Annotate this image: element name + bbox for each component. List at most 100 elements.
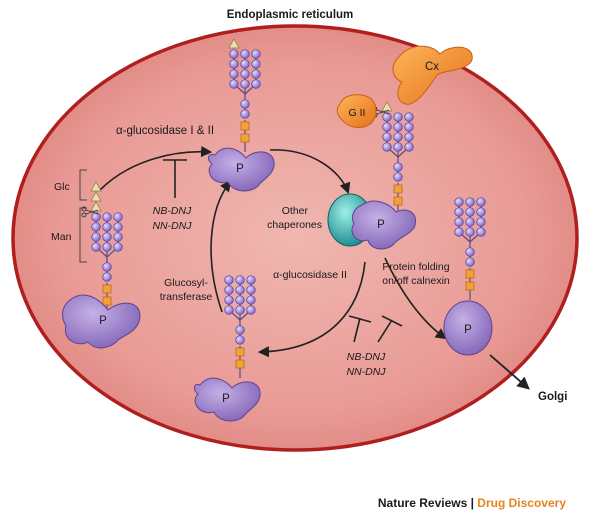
protein-label: P (236, 163, 244, 175)
mannose-circle (102, 232, 112, 242)
mannose-circle (240, 99, 250, 109)
credit-separator: | (467, 496, 478, 510)
inhibitor-top-2: NN-DNJ (152, 220, 192, 232)
mannose-circle (476, 197, 486, 207)
mannose-circle (102, 242, 112, 252)
mannose-circle (246, 275, 256, 285)
mannose-circle (251, 69, 261, 79)
glucosyltransferase-2: transferase (160, 291, 213, 303)
mannose-circle (404, 112, 414, 122)
other-chaperones-1: Other (282, 205, 309, 217)
arrow-to-golgi (489, 354, 530, 390)
mannose-circle (102, 272, 112, 282)
mannose-circle (113, 222, 123, 232)
mannose-circle (102, 222, 112, 232)
inhibition-bar-bottom-right (377, 319, 393, 343)
glc-bracket (79, 169, 87, 201)
credit-section: Drug Discovery (477, 496, 566, 510)
mannose-circle (246, 305, 256, 315)
calnexin-glycan (372, 101, 414, 215)
mannose-circle (229, 49, 239, 59)
mannose-circle (404, 122, 414, 132)
mannose-circle (113, 212, 123, 222)
er-title: Endoplasmic reticulum (227, 9, 354, 21)
protein-blob (207, 147, 275, 192)
mannose-circle (91, 212, 101, 222)
protein-blob (351, 200, 416, 250)
mannose-circle (246, 285, 256, 295)
gii-label: G II (349, 107, 366, 119)
mannose-circle (102, 212, 112, 222)
mannose-circle (393, 142, 403, 152)
cx-label: Cx (425, 61, 439, 73)
arrow-alpha-glucosidase-ii (257, 261, 366, 358)
mannose-circle (382, 112, 392, 122)
mannose-circle (113, 242, 123, 252)
scissors-icon (81, 206, 99, 218)
glcnac-square (393, 184, 403, 194)
mannose-circle (393, 132, 403, 142)
mannose-circle (229, 69, 239, 79)
mannose-circle (246, 295, 256, 305)
glucose-triangle (228, 38, 240, 49)
mannose-circle (454, 207, 464, 217)
man-bracket (79, 207, 87, 263)
other-chaperones-2: chaperones (267, 219, 322, 231)
protein-label: P (464, 324, 472, 336)
mannose-circle (382, 132, 392, 142)
mannose-circle (465, 197, 475, 207)
protein-blob (193, 377, 261, 422)
inhibitor-bars (163, 159, 403, 343)
mannose-circle (240, 109, 250, 119)
mannose-circle (454, 227, 464, 237)
alpha-glucosidase-label: α-glucosidase I & II (116, 125, 214, 137)
inhibitor-bottom-2: NN-DNJ (346, 366, 386, 378)
alpha-glucosidase-ii-label: α-glucosidase II (273, 269, 347, 281)
protein-label: P (377, 219, 385, 231)
calnexin-cx (392, 45, 473, 105)
mannose-circle (404, 142, 414, 152)
credit-journal: Nature Reviews (377, 496, 468, 510)
mannose-circle (465, 247, 475, 257)
arrow-to-trimmed (99, 145, 213, 191)
mannose-circle (240, 59, 250, 69)
glc-label: Glc (54, 181, 70, 193)
figure-credit: Nature Reviews | Drug Discovery (378, 496, 566, 510)
glcnac-square (465, 281, 475, 291)
glcnac-square (393, 196, 403, 206)
mannose-circle (393, 122, 403, 132)
cycle-arrows (99, 145, 447, 358)
protein-folding-2: on/off calnexin (382, 275, 450, 287)
mannose-circle (476, 207, 486, 217)
mannose-circle (91, 222, 101, 232)
glucosyltransferase-1: Glucosyl- (164, 277, 208, 289)
mannose-circle (393, 162, 403, 172)
golgi-label: Golgi (538, 391, 567, 403)
protein-folding-1: Protein folding (382, 261, 449, 273)
mannose-circle (465, 217, 475, 227)
arrow-to-folded (384, 257, 447, 340)
mannose-circle (91, 242, 101, 252)
mannose-circle (465, 207, 475, 217)
arrow-to-chaperone (269, 149, 351, 195)
mannose-circle (224, 285, 234, 295)
mannose-circle (251, 79, 261, 89)
protein-blob (62, 294, 141, 349)
er-membrane (11, 24, 579, 452)
glcnac-square (102, 296, 112, 306)
mannose-circle (224, 295, 234, 305)
mannose-circle (229, 59, 239, 69)
glucose-triangle (90, 191, 102, 202)
precursor-glycan-1: P (62, 181, 141, 349)
inhibition-bar-bottom-left (353, 317, 361, 343)
mannose-circle (476, 227, 486, 237)
mannose-circle (235, 335, 245, 345)
glcnac-square (240, 133, 250, 143)
mannose-circle (229, 79, 239, 89)
arrow-glucosyltransferase (210, 180, 232, 313)
mannose-circle (240, 49, 250, 59)
glcnac-square (235, 347, 245, 357)
mannose-circle (465, 257, 475, 267)
mannose-circle (465, 227, 475, 237)
mannose-circle (235, 305, 245, 315)
